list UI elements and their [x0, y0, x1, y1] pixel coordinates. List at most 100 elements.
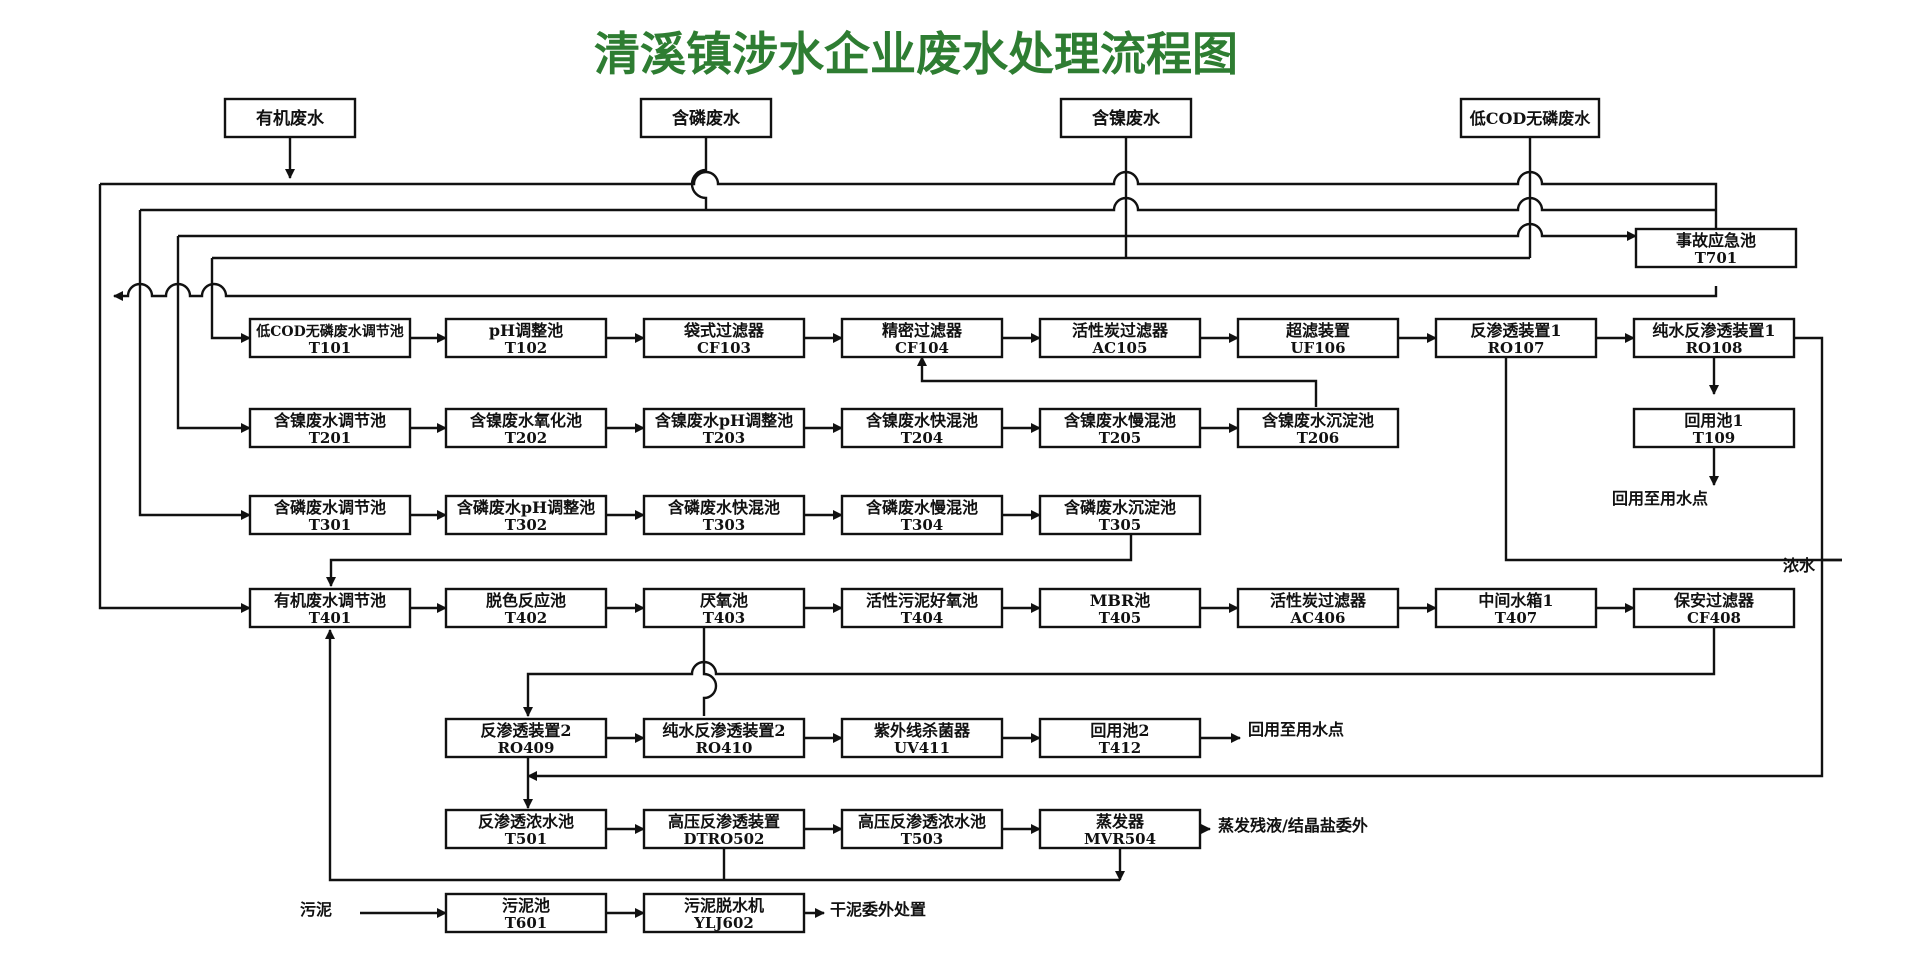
- unit-box-T601: [444, 892, 608, 934]
- unit-name-RO108: 纯水反渗透装置1: [1652, 321, 1775, 340]
- unit-box-T501: [444, 808, 608, 850]
- T403-down: [702, 627, 718, 716]
- source-box-lowcod: [1459, 97, 1601, 139]
- unit-code-T201: T201: [309, 429, 351, 447]
- unit-box-T404: [840, 587, 1004, 629]
- unit-box-UF106: [1236, 317, 1400, 359]
- evaporation-output-label: 蒸发残液/结晶盐委外: [1218, 816, 1368, 835]
- unit-box-UV411: [840, 717, 1004, 759]
- unit-code-UV411: UV411: [894, 739, 950, 757]
- sludge-return: [325, 629, 1120, 882]
- unit-box-T701: [1634, 227, 1798, 269]
- unit-name-T305: 含磷废水沉淀池: [1064, 498, 1176, 517]
- unit-name-T206: 含镍废水沉淀池: [1262, 411, 1374, 430]
- unit-code-CF408: CF408: [1687, 609, 1741, 627]
- unit-code-T404: T404: [901, 609, 943, 627]
- unit-code-RO410: RO410: [696, 739, 753, 757]
- unit-name-T205: 含镍废水慢混池: [1064, 411, 1176, 430]
- header-phos: [140, 196, 1716, 212]
- feed-T201: [176, 236, 251, 433]
- unit-code-YLJ602: YLJ602: [693, 914, 754, 932]
- unit-name-T203: 含镍废水pH调整池: [655, 411, 793, 430]
- unit-code-T101: T101: [309, 339, 351, 357]
- unit-code-T202: T202: [505, 429, 547, 447]
- unit-box-T204: [840, 407, 1004, 449]
- sludge-input-label: 污泥: [300, 900, 332, 919]
- unit-box-T401: [248, 587, 412, 629]
- unit-box-T305: [1038, 494, 1202, 536]
- unit-name-T301: 含磷废水调节池: [274, 498, 386, 517]
- source-label-lowcod: 低COD无磷废水: [1469, 109, 1592, 128]
- unit-name-T201: 含镍废水调节池: [274, 411, 386, 430]
- unit-name-T412: 回用池2: [1090, 721, 1149, 740]
- unit-code-T403: T403: [703, 609, 745, 627]
- unit-name-YLJ602: 污泥脱水机: [684, 896, 764, 915]
- unit-code-CF104: CF104: [895, 339, 949, 357]
- unit-name-AC406: 活性炭过滤器: [1270, 591, 1367, 610]
- unit-box-T412: [1038, 717, 1202, 759]
- unit-box-AC105: [1038, 317, 1202, 359]
- unit-code-T405: T405: [1099, 609, 1141, 627]
- unit-code-T206: T206: [1297, 429, 1339, 447]
- unit-box-T102: [444, 317, 608, 359]
- unit-box-CF104: [840, 317, 1004, 359]
- unit-code-T303: T303: [703, 516, 745, 534]
- unit-box-T407: [1434, 587, 1598, 629]
- reuse-point-label-1: 回用至用水点: [1612, 489, 1708, 508]
- unit-code-RO107: RO107: [1488, 339, 1545, 357]
- unit-box-RO409: [444, 717, 608, 759]
- unit-code-RO108: RO108: [1686, 339, 1743, 357]
- unit-code-T304: T304: [901, 516, 943, 534]
- unit-box-RO108: [1632, 317, 1796, 359]
- header-nickel: [178, 222, 1637, 241]
- feed-T301: [138, 210, 251, 520]
- process-units: 事故应急池T701低COD无磷废水调节池T101pH调整池T102袋式过滤器CF…: [248, 227, 1798, 934]
- unit-code-T503: T503: [901, 830, 943, 848]
- unit-name-CF408: 保安过滤器: [1673, 591, 1755, 610]
- unit-box-CF408: [1632, 587, 1796, 629]
- source-box-phos: [639, 97, 773, 139]
- unit-name-RO107: 反渗透装置1: [1470, 321, 1561, 340]
- source-box-organic: [223, 97, 357, 139]
- unit-code-T401: T401: [309, 609, 351, 627]
- phos-drop: [690, 137, 708, 210]
- unit-name-T302: 含磷废水pH调整池: [457, 498, 595, 517]
- unit-code-T601: T601: [505, 914, 547, 932]
- unit-name-T403: 厌氧池: [700, 591, 748, 610]
- unit-box-T503: [840, 808, 1004, 850]
- unit-code-T102: T102: [505, 339, 547, 357]
- unit-name-UV411: 紫外线杀菌器: [874, 721, 971, 740]
- diagram-title: 清溪镇涉水企业废水处理流程图: [594, 27, 1238, 81]
- unit-box-T201: [248, 407, 412, 449]
- unit-name-T204: 含镍废水快混池: [866, 411, 978, 430]
- unit-box-T203: [642, 407, 806, 449]
- unit-box-T403: [642, 587, 806, 629]
- unit-name-T601: 污泥池: [502, 896, 550, 915]
- source-box-nickel: [1059, 97, 1193, 139]
- unit-code-T301: T301: [309, 516, 351, 534]
- unit-code-AC406: AC406: [1290, 609, 1346, 627]
- unit-box-DTRO502: [642, 808, 806, 850]
- unit-name-T701: 事故应急池: [1676, 231, 1756, 250]
- unit-code-RO409: RO409: [498, 739, 555, 757]
- unit-name-CF104: 精密过滤器: [882, 321, 963, 340]
- header-organic: [100, 170, 1718, 248]
- T206-to-CF104: [917, 356, 1318, 407]
- unit-box-T304: [840, 494, 1004, 536]
- feed-T101: [210, 258, 251, 343]
- unit-name-UF106: 超滤装置: [1285, 321, 1350, 340]
- unit-code-T305: T305: [1099, 516, 1141, 534]
- unit-name-T501: 反渗透浓水池: [478, 812, 574, 831]
- unit-code-T501: T501: [505, 830, 547, 848]
- unit-name-CF103: 袋式过滤器: [683, 321, 765, 340]
- T305-to-T401: [326, 534, 1133, 587]
- source-label-organic: 有机废水: [256, 108, 325, 129]
- unit-name-T404: 活性污泥好氧池: [866, 591, 978, 610]
- unit-code-CF103: CF103: [697, 339, 751, 357]
- source-label-nickel: 含镍废水: [1092, 108, 1161, 129]
- unit-name-T304: 含磷废水慢混池: [866, 498, 978, 517]
- dry-sludge-output-label: 干泥委外处置: [830, 900, 926, 919]
- unit-code-T412: T412: [1099, 739, 1141, 757]
- unit-box-CF103: [642, 317, 806, 359]
- unit-code-T204: T204: [901, 429, 943, 447]
